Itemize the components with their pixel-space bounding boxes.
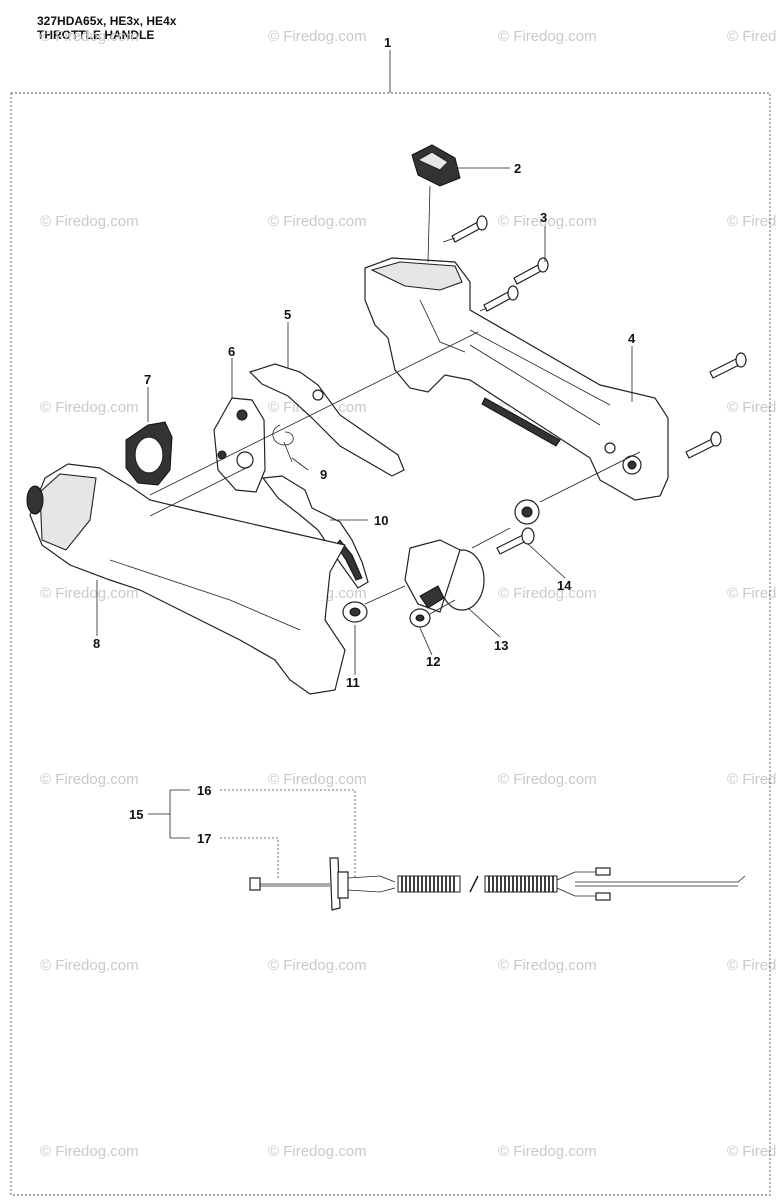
watermark: © Firedog.com <box>268 1143 367 1160</box>
part-13-clamp <box>404 539 485 613</box>
callout-14: 14 <box>557 578 572 593</box>
callout-16: 16 <box>197 783 211 798</box>
watermark: © Firedog.com <box>268 213 367 230</box>
watermark: © Firedog.com <box>40 213 139 230</box>
callout-7: 7 <box>144 372 151 387</box>
model-header: 327HDA65x, HE3x, HE4x <box>37 14 177 28</box>
callout-9: 9 <box>320 467 327 482</box>
callout-13: 13 <box>494 638 508 653</box>
leader-lines <box>96 167 633 880</box>
watermark: © Firedog.com <box>498 213 597 230</box>
watermark: © Firedog.com <box>498 585 597 602</box>
watermark: © Firedog.com <box>727 1143 777 1160</box>
section-title: THROTTLE HANDLE <box>37 28 155 42</box>
watermark: © Firedog.com <box>40 957 139 974</box>
part-9-spring <box>272 424 294 463</box>
assembly-frame <box>10 92 771 1196</box>
watermark: © Firedog.com <box>498 957 597 974</box>
watermark: © Firedog.com <box>40 1143 139 1160</box>
callout-1: 1 <box>384 35 391 50</box>
callout-17: 17 <box>197 831 211 846</box>
callout-labels: 1 2 3 4 5 6 7 8 9 10 11 12 13 14 15 16 1… <box>93 35 636 846</box>
part-14-bolt <box>496 499 540 555</box>
callout-15: 15 <box>129 807 143 822</box>
watermark: © Firedog.com <box>727 771 777 788</box>
assembly-axes <box>149 331 641 615</box>
part-5-throttle-lever <box>248 363 405 477</box>
callout-8: 8 <box>93 636 100 651</box>
watermark: © Firedog.com <box>727 28 777 45</box>
part-12-nut <box>409 608 431 628</box>
callout-10: 10 <box>374 513 388 528</box>
watermark: © Firedog.com <box>727 399 777 416</box>
watermark: © Firedog.com <box>498 28 597 45</box>
watermark: © Firedog.com <box>727 585 777 602</box>
watermark: © Firedog.com <box>498 771 597 788</box>
watermark: © Firedog.com <box>40 585 139 602</box>
watermark: © Firedog.com <box>268 957 367 974</box>
part-6-bracket <box>213 397 266 493</box>
watermark: © Firedog.com <box>268 771 367 788</box>
callout-3: 3 <box>540 210 547 225</box>
part-3-screws <box>442 215 747 459</box>
watermark: © Firedog.com <box>40 28 139 45</box>
watermark: © Firedog.com <box>268 28 367 45</box>
part-11-bushing <box>342 601 368 623</box>
part-8-lower-handle <box>26 463 346 695</box>
part-16-17-cables <box>249 857 746 911</box>
callout-11: 11 <box>346 675 360 690</box>
watermark-layer: © Firedog.com © Firedog.com © Firedog.co… <box>40 28 777 1160</box>
part-4-handle-housing <box>364 257 669 501</box>
callout-2: 2 <box>514 161 521 176</box>
part-2-stop-switch <box>411 144 461 263</box>
watermark: © Firedog.com <box>498 1143 597 1160</box>
watermark: © Firedog.com <box>727 957 777 974</box>
callout-4: 4 <box>628 331 636 346</box>
callout-12: 12 <box>426 654 440 669</box>
callout-6: 6 <box>228 344 235 359</box>
watermark: © Firedog.com <box>40 399 139 416</box>
part-7-ring-nut <box>125 421 173 486</box>
watermark: © Firedog.com <box>40 771 139 788</box>
callout-5: 5 <box>284 307 291 322</box>
watermark: © Firedog.com <box>727 213 777 230</box>
